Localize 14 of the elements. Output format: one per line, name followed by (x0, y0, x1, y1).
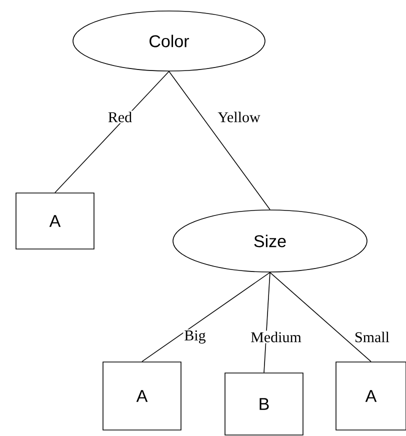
edge-label: Red (106, 110, 134, 124)
branch-line (168, 71, 270, 210)
branch-line (142, 272, 270, 362)
leaf-box: A (16, 192, 94, 250)
leaf-box: B (224, 372, 304, 436)
leaf-box: A (102, 362, 182, 430)
edge-label: Yellow (216, 110, 262, 124)
edge-label: Medium (250, 330, 302, 344)
edge-label: Small (354, 330, 390, 344)
branch-line (270, 272, 372, 362)
edge-label: Big (183, 329, 207, 345)
branch-line (54, 71, 170, 193)
leaf-box: A (336, 362, 406, 430)
branch-line (264, 272, 270, 373)
